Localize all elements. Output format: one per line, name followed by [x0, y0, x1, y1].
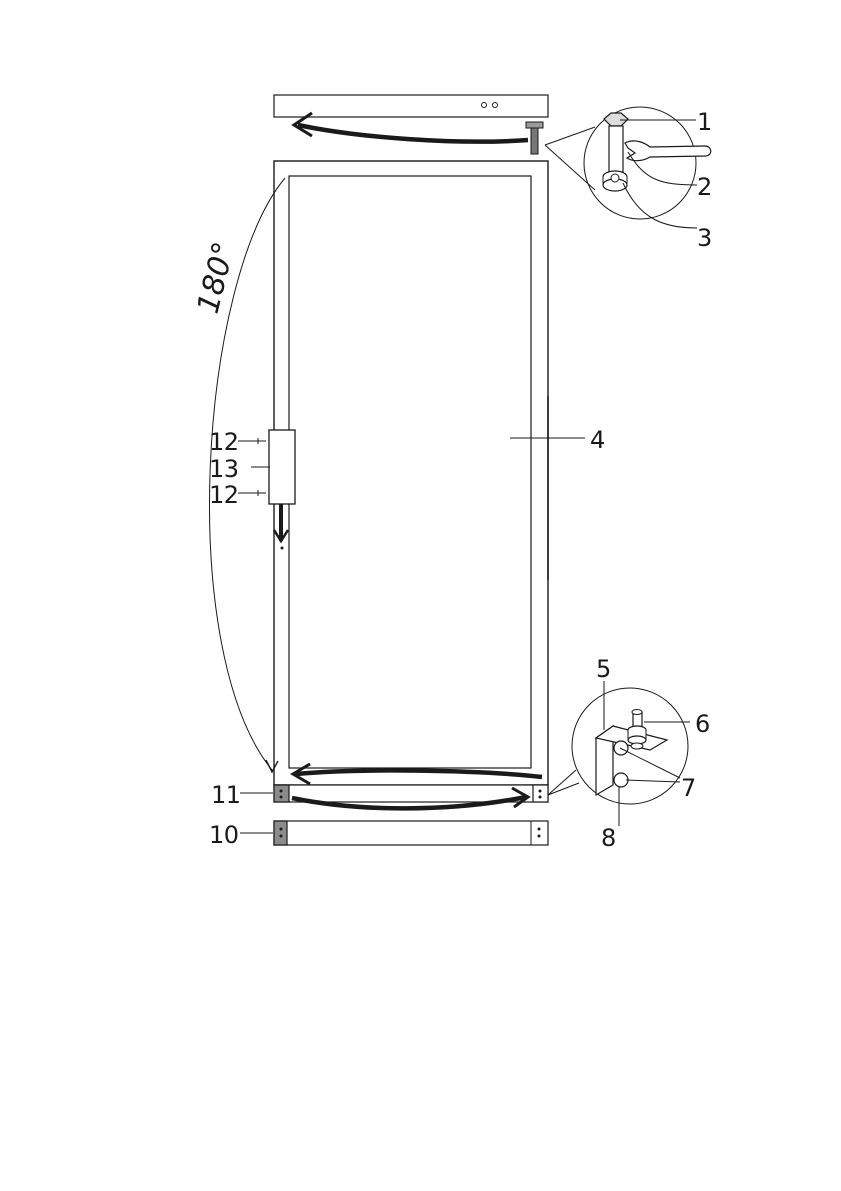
callout-11: 11 [211, 781, 241, 809]
callout-8: 8 [601, 824, 616, 852]
top-hinge-pin [526, 122, 543, 154]
top-hinge-detail [545, 107, 711, 219]
callout-3: 3 [697, 224, 712, 252]
callout-13: 13 [209, 455, 239, 483]
rotation-angle-label: 180° [191, 238, 242, 317]
callout-2: 2 [697, 173, 712, 201]
callout-4: 4 [590, 426, 605, 454]
callout-12-top: 12 [209, 428, 239, 456]
callout-7: 7 [681, 774, 696, 802]
bottom-hinge-detail [548, 688, 688, 804]
callout-6: 6 [695, 710, 710, 738]
callout-12-bottom: 12 [209, 481, 239, 509]
bottom-cover-plate [274, 821, 548, 845]
callout-10: 10 [209, 821, 239, 849]
door-panel [274, 161, 548, 785]
callout-1: 1 [697, 108, 712, 136]
top-cover-plate [274, 95, 548, 117]
callout-5: 5 [596, 655, 611, 683]
top-move-arrow [298, 125, 528, 142]
